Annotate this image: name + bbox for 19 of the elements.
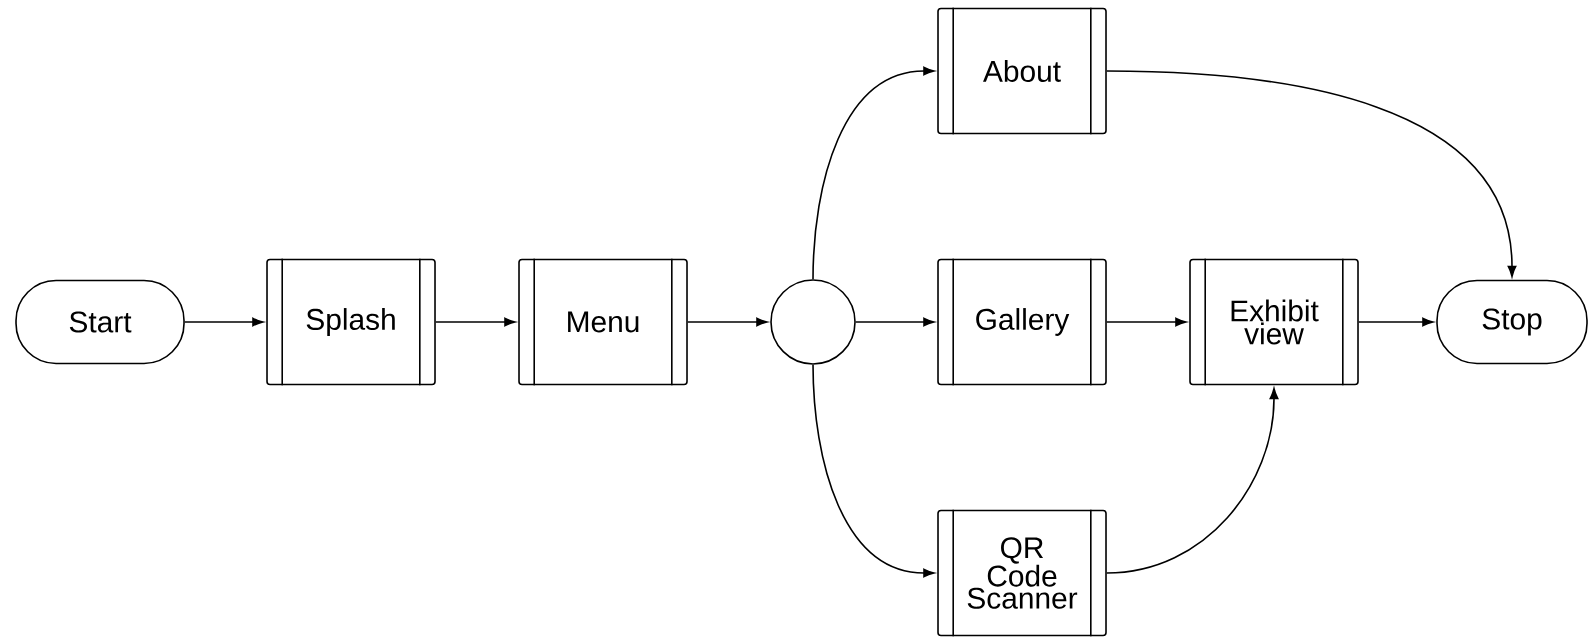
arrow (1106, 387, 1279, 574)
terminal-box: Stop (1436, 279, 1588, 365)
arrow (1106, 70, 1517, 278)
arrow (1358, 317, 1434, 327)
terminal-box: Start (15, 279, 185, 365)
process-box: Gallery (937, 257, 1107, 387)
process-box: Exhibit view (1189, 257, 1359, 387)
arrow (812, 66, 935, 280)
connector-circle (770, 279, 856, 365)
arrow (184, 317, 264, 327)
arrow (812, 364, 935, 578)
process-box: About (937, 6, 1107, 136)
arrow (1106, 317, 1187, 327)
process-box: Menu (518, 257, 688, 387)
process-box: QR Code Scanner (937, 508, 1107, 637)
arrow (687, 317, 768, 327)
process-box: Splash (266, 257, 436, 387)
arrow (855, 317, 935, 327)
arrow (435, 317, 516, 327)
